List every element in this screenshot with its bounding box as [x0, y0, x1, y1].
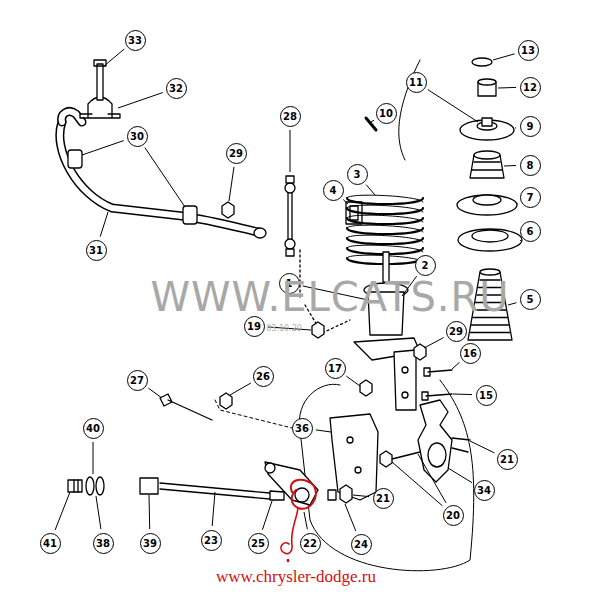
callout-number: 30	[127, 126, 148, 147]
leader-line	[145, 148, 185, 207]
callout-number: 17	[325, 358, 346, 379]
leader-line	[304, 512, 307, 529]
callout-number: 3	[347, 164, 368, 185]
callout-number: 22	[300, 533, 321, 554]
leader-line	[93, 442, 94, 474]
leader-line	[262, 501, 272, 530]
callout-number: 29	[446, 321, 467, 342]
leader-line	[520, 240, 522, 242]
callout-number: 21	[373, 488, 394, 509]
leader-line	[212, 492, 215, 526]
watermark: WWW.ELCATS.RU	[150, 274, 509, 320]
callout-number: 31	[86, 240, 107, 261]
spring-coil	[347, 228, 423, 234]
callout-number: 36	[292, 418, 313, 439]
callout-number: 25	[248, 533, 269, 554]
spring-coil	[347, 215, 423, 222]
callout-number: 27	[127, 370, 148, 391]
boot-rib	[470, 332, 511, 333]
leader-line	[118, 93, 163, 108]
spring-coil	[347, 245, 423, 252]
callout-number: 12	[520, 77, 541, 98]
spring-coil	[347, 225, 423, 232]
leader-line	[343, 200, 348, 204]
callout-number: 4	[323, 180, 344, 201]
leader-line	[428, 90, 478, 122]
website-url: www.chrysler-dodge.ru	[216, 567, 376, 587]
callout-number: 34	[474, 480, 495, 501]
leader-line	[504, 165, 516, 166]
callout-number: 38	[93, 533, 114, 554]
callout-number: 13	[518, 40, 539, 61]
callout-number: 20	[443, 505, 464, 526]
spring-coil	[347, 208, 423, 214]
spring-coil	[347, 238, 423, 244]
callout-number: 8	[520, 155, 541, 176]
leader-line	[517, 203, 519, 204]
leader-line	[448, 468, 472, 483]
leader-line	[470, 441, 494, 453]
callout-number: 5	[520, 289, 541, 310]
leader-line	[515, 127, 516, 128]
leader-line	[82, 141, 124, 155]
leader-line	[418, 454, 446, 503]
spring-coil	[347, 205, 423, 212]
callout-number: 10	[376, 103, 397, 124]
spring-coil	[347, 218, 423, 224]
callout-number: 9	[520, 116, 541, 137]
callout-number: 7	[520, 187, 541, 208]
leader-line	[452, 362, 460, 369]
leader-line	[149, 495, 151, 529]
callout-number: 40	[83, 418, 104, 439]
callout-number: 23	[201, 530, 222, 551]
leader-line	[96, 496, 101, 529]
leader-line	[100, 212, 108, 237]
callout-number: 24	[351, 534, 372, 555]
leader-line	[346, 376, 360, 386]
leader-line	[230, 383, 251, 395]
spring-coil	[347, 195, 423, 202]
spring-coil	[347, 198, 423, 204]
callout-number: 21	[497, 449, 518, 470]
callout-number: 16	[460, 343, 481, 364]
leader-line	[55, 492, 70, 530]
leader-line	[493, 54, 515, 60]
leader-line	[290, 130, 291, 172]
leader-line	[371, 120, 374, 122]
leader-line	[353, 495, 369, 497]
leader-line	[104, 49, 124, 66]
callout-number: 2	[415, 255, 436, 276]
callout-number: 33	[125, 30, 146, 51]
leader-line	[316, 430, 331, 432]
boot-rib	[471, 324, 509, 325]
callout-number: 11	[406, 72, 427, 93]
callout-number: 6	[520, 221, 541, 242]
callout-number: 39	[140, 533, 161, 554]
callout-number: 41	[40, 533, 61, 554]
date-stamp: 03.10.20	[266, 324, 302, 333]
leader-line	[498, 87, 516, 89]
spring-coil	[347, 235, 423, 242]
callout-number: 28	[280, 106, 301, 127]
callout-number: 15	[476, 385, 497, 406]
leader-line	[148, 388, 162, 398]
leader-line	[453, 394, 472, 396]
leader-line	[366, 185, 375, 195]
leader-line	[424, 338, 444, 348]
callout-number: 26	[253, 366, 274, 387]
leader-line	[229, 167, 234, 201]
callout-number: 29	[226, 143, 247, 164]
callout-number: 32	[166, 78, 187, 99]
leader-line	[345, 504, 356, 531]
